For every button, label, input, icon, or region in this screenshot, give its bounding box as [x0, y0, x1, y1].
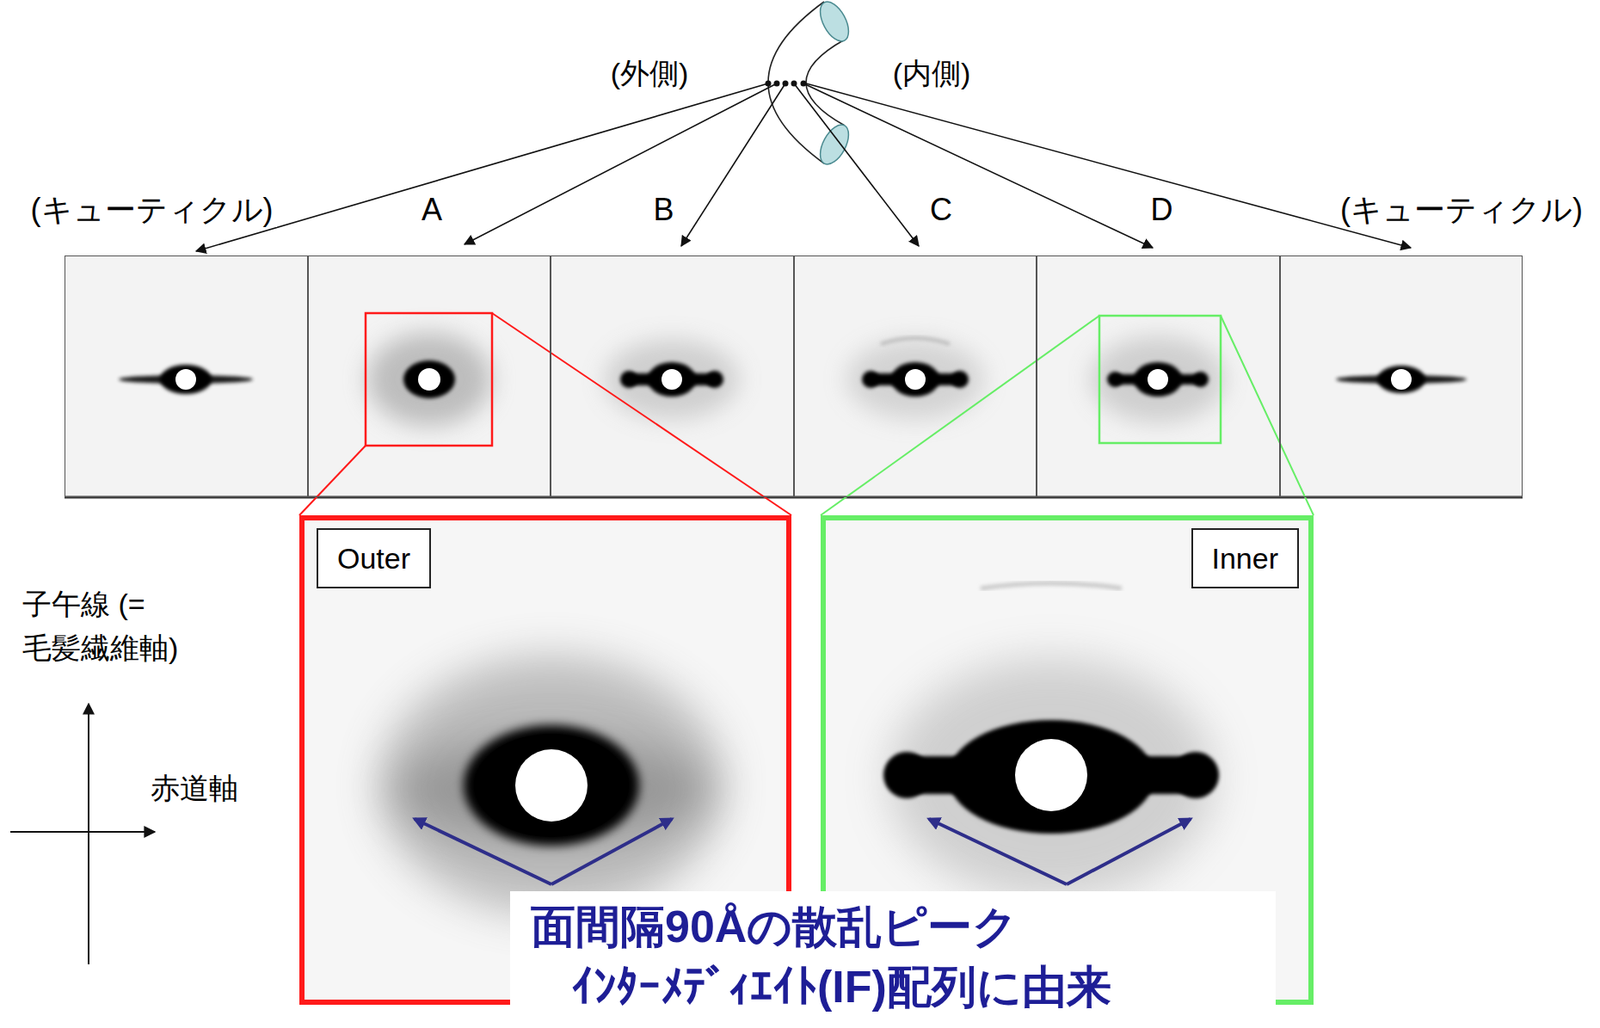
position-label: C	[926, 191, 956, 228]
meridional-arc	[980, 583, 1122, 589]
diffuse-halo	[367, 332, 492, 426]
peak-pointer	[929, 818, 1067, 885]
hair-inner-edge	[806, 39, 845, 126]
figure-label: 赤道軸	[147, 771, 241, 806]
label-anchor: 赤道軸	[147, 771, 241, 806]
figure-label: 子午線 (=毛髪繊維軸)	[22, 582, 255, 671]
beam-stop	[904, 369, 926, 390]
meridional-arc	[880, 338, 950, 345]
figure-label: (外側)	[608, 56, 692, 91]
position-label: (キューティクル)	[27, 191, 277, 228]
diffraction-panel: C	[793, 255, 1037, 498]
diffuse-halo	[604, 339, 739, 419]
if-peak	[620, 370, 638, 388]
position-arrow	[464, 83, 777, 245]
if-peak	[883, 751, 930, 799]
position-label: D	[1147, 191, 1177, 228]
if-peak	[861, 370, 880, 388]
if-peak	[1172, 751, 1219, 799]
label-anchor: 子午線 (=毛髪繊維軸)	[22, 582, 255, 671]
position-label: A	[418, 191, 446, 228]
beam-stop	[1390, 369, 1412, 390]
position-arrow	[806, 83, 1411, 248]
if-peak	[951, 370, 969, 388]
scatter-core	[1133, 362, 1182, 397]
equator-axis	[10, 830, 155, 833]
diffuse-halo	[1090, 336, 1225, 423]
beam-stop	[1147, 369, 1169, 390]
scatter-core	[403, 360, 456, 399]
peak-pointer	[551, 818, 672, 885]
position-arrow	[196, 83, 769, 252]
diffraction-panel: A	[307, 255, 551, 498]
diffuse-halo	[379, 656, 724, 915]
scatter-core	[473, 733, 629, 837]
diffraction-panel: (キューティクル)	[64, 255, 308, 498]
scatter-core	[463, 725, 640, 846]
zoom-tag: Inner	[1191, 528, 1300, 589]
beam-stop	[1015, 738, 1088, 812]
annotation-text: 面間隔90Åの散乱ピーク ｲﾝﾀｰﾒﾃﾞｨｴｲﾄ(IF)配列に由来	[510, 891, 1276, 1028]
label-anchor: (内側)	[890, 56, 974, 91]
diffuse-halo	[887, 658, 1215, 899]
zoom-line	[299, 445, 366, 516]
beam-stop	[515, 749, 588, 822]
position-label: B	[649, 191, 677, 228]
position-label: (キューティクル)	[1336, 191, 1587, 228]
diffraction-panel: B	[550, 255, 794, 498]
zoom-line	[492, 313, 792, 516]
diffuse-halo	[846, 339, 985, 419]
if-peak	[1107, 371, 1123, 388]
beam-stop	[175, 369, 197, 390]
peak-pointer	[1066, 818, 1191, 885]
hair-outer-edge	[768, 1, 825, 164]
meridian-axis	[87, 703, 90, 965]
if-peak	[706, 370, 724, 388]
panel-ground	[64, 255, 1523, 498]
scatter-core	[891, 362, 940, 397]
beam-stop	[418, 368, 441, 391]
zoom-tag: Outer	[316, 528, 431, 589]
zoom-marker	[365, 313, 493, 446]
scatter-core	[647, 362, 696, 397]
scatter-core	[1377, 365, 1426, 394]
zoom-line	[820, 315, 1100, 516]
beam-stop	[661, 369, 683, 390]
label-anchor: 面間隔90Åの散乱ピーク ｲﾝﾀｰﾒﾃﾞｨｴｲﾄ(IF)配列に由来	[510, 891, 1276, 1028]
scatter-core	[160, 364, 212, 394]
position-arrow	[803, 83, 1153, 248]
peak-pointer	[414, 818, 552, 885]
hair-cross-section	[814, 120, 855, 169]
if-peak	[1193, 371, 1209, 388]
position-arrow	[681, 83, 786, 247]
zoom-line	[1220, 315, 1314, 516]
diffraction-panel: (キューティクル)	[1280, 255, 1523, 498]
zoom-marker	[1099, 315, 1221, 444]
label-anchor: (外側)	[608, 56, 692, 91]
hair-cross-section	[814, 0, 855, 46]
diffraction-panel: D	[1036, 255, 1280, 498]
figure-label: (内側)	[890, 56, 974, 91]
